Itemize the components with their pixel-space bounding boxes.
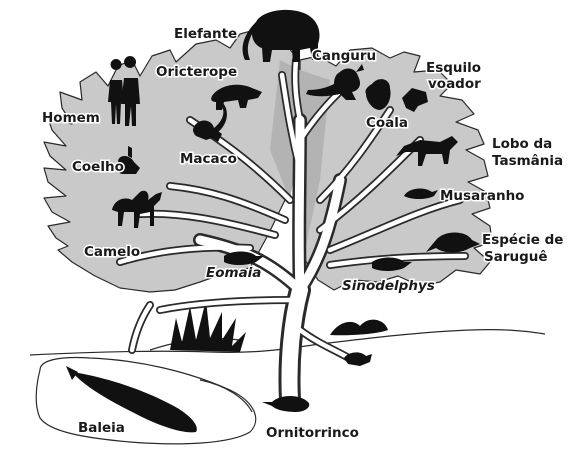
label-esquilo-line1: Esquilo [426,60,481,76]
small-mammal-icon [344,352,372,366]
label-lobo-line1: Lobo da [492,136,552,152]
label-ornitorrinco: Ornitorrinco [266,425,359,441]
label-musaranho: Musaranho [440,188,524,204]
label-coala: Coala [366,115,408,131]
label-esquilo-line2: voador [428,76,481,92]
label-macaco: Macaco [180,151,237,167]
label-coelho: Coelho [72,159,124,175]
label-camelo: Camelo [84,244,140,260]
label-oricterope: Oricterope [156,64,237,80]
label-especie-line2: Saruguê [484,249,548,265]
label-baleia: Baleia [78,420,125,436]
label-especie-line1: Espécie de [482,232,563,248]
label-eomaia: Eomaia [206,265,261,281]
platypus-icon [262,396,309,412]
water-ripple [200,380,252,412]
label-homem: Homem [42,110,100,126]
label-sinodelphys: Sinodelphys [342,278,435,294]
label-elefante: Elefante [174,26,237,42]
label-canguru: Canguru [312,48,376,64]
bush-right [330,320,388,336]
label-lobo-line2: Tasmânia [492,153,563,169]
